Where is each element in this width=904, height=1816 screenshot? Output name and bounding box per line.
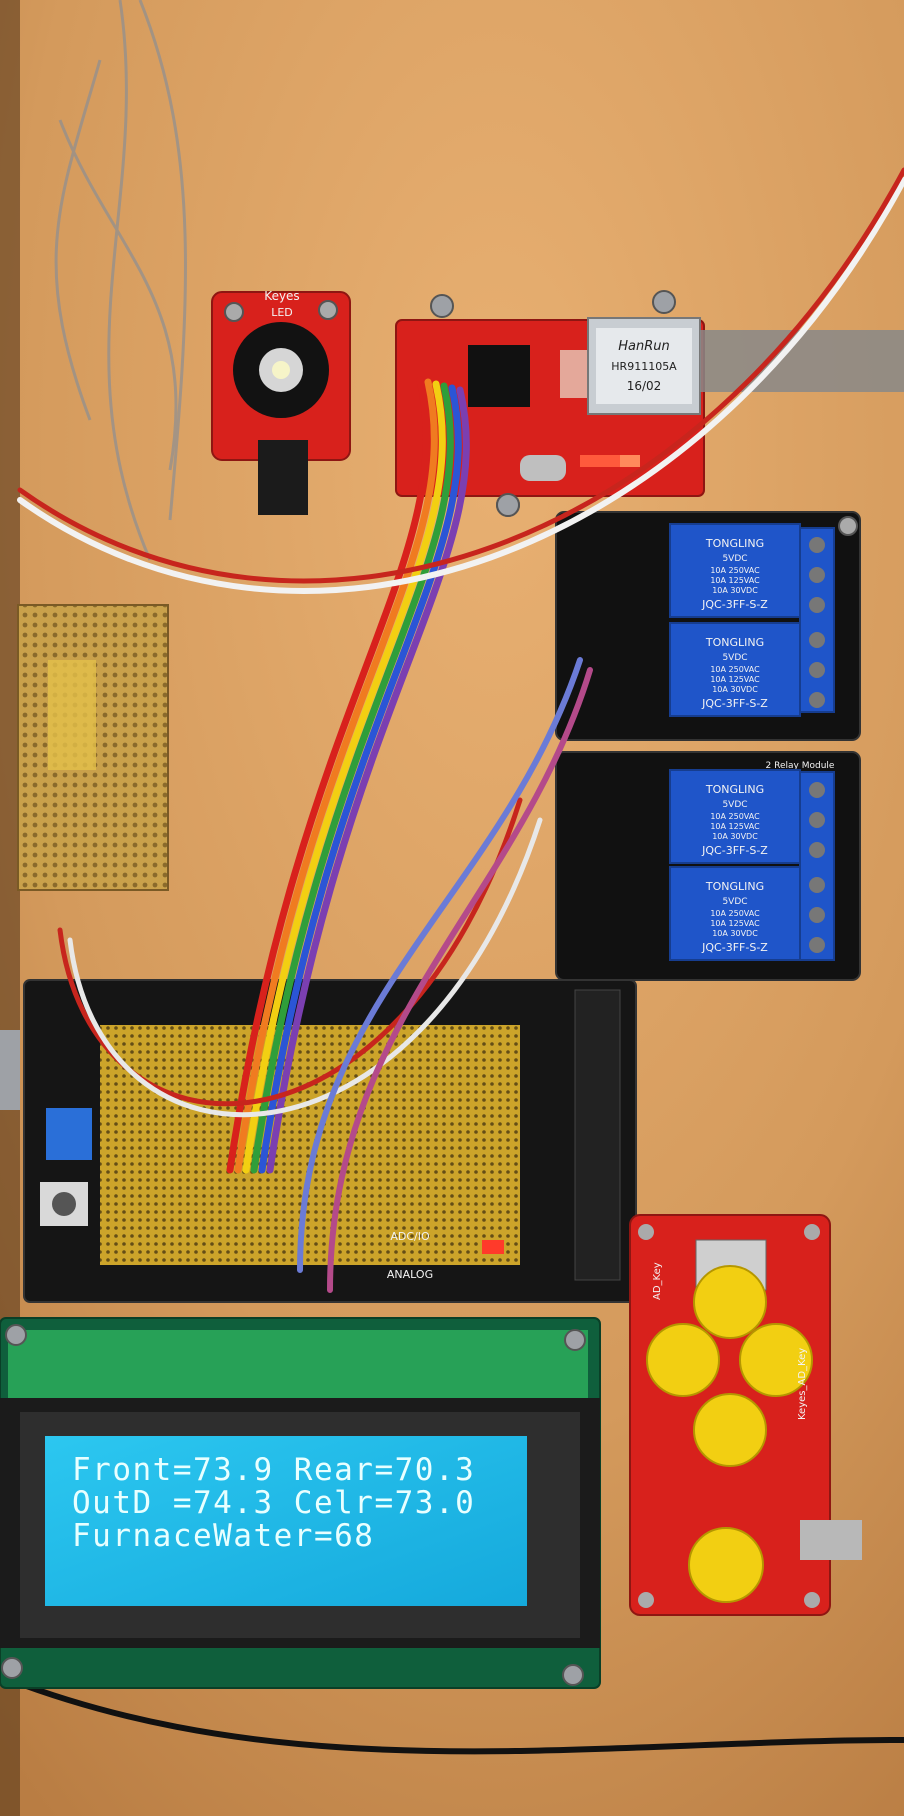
relay1b-voltage: 5VDC (722, 653, 747, 663)
lcd-line-1: Front=73.9 Rear=70.3 (72, 1452, 475, 1488)
led-label: LED (271, 306, 293, 319)
relay1a-brand: TONGLING (705, 537, 764, 550)
relay2b-rating2: 10A 125VAC (710, 919, 760, 928)
lcd-module: Front=73.9 Rear=70.3 OutD =74.3 Celr=73.… (0, 1317, 601, 1689)
relay1b-rating1: 10A 250VAC (710, 665, 760, 674)
relay2b-model: JQC-3FF-S-Z (701, 941, 768, 954)
button-up[interactable] (693, 1265, 767, 1339)
button-module-label-right: Keyes_AD_Key (797, 1348, 808, 1420)
lcd-backlight (45, 1436, 527, 1606)
relay2a-rating2: 10A 125VAC (710, 822, 760, 831)
button-left[interactable] (646, 1323, 720, 1397)
wire-bundle (7, 167, 904, 1755)
relay1b-rating2: 10A 125VAC (710, 675, 760, 684)
perfboard (17, 604, 169, 891)
button-right[interactable] (739, 1323, 813, 1397)
relay-module-2-title: 2 Relay Module (766, 761, 835, 771)
relay-module-1: TONGLING 5VDC 10A 250VAC 10A 125VAC 10A … (555, 511, 861, 741)
relay2a-voltage: 5VDC (722, 800, 747, 810)
relay1a-voltage: 5VDC (722, 554, 747, 564)
relay2a-rating3: 10A 30VDC (712, 832, 758, 841)
relay1a-rating1: 10A 250VAC (710, 566, 760, 575)
relay2b-rating1: 10A 250VAC (710, 909, 760, 918)
relay1a-model: JQC-3FF-S-Z (701, 598, 768, 611)
relay2b-rating3: 10A 30VDC (712, 929, 758, 938)
button-select[interactable] (688, 1527, 764, 1603)
shield-analog-label: ANALOG (387, 1268, 433, 1281)
relay1b-brand: TONGLING (705, 636, 764, 649)
relay2a-brand: TONGLING (705, 783, 764, 796)
relay2b-brand: TONGLING (705, 880, 764, 893)
relay1b-rating3: 10A 30VDC (712, 685, 758, 694)
shield-adc-label: ADC/IO (390, 1230, 430, 1243)
jack-part-label: HR911105A (611, 360, 677, 373)
relay1a-rating2: 10A 125VAC (710, 576, 760, 585)
lcd-line-3: FurnaceWater=68 (72, 1518, 374, 1554)
sensor-shield: ADC/IO ANALOG (0, 979, 637, 1303)
ethernet-module: HanRun HR911105A 16/02 (395, 317, 904, 517)
led-module: Keyes LED (211, 289, 351, 515)
relay2a-model: JQC-3FF-S-Z (701, 844, 768, 857)
jack-date-label: 16/02 (627, 379, 662, 393)
button-module: AD_Key Keyes_AD_Key (629, 1214, 862, 1616)
background-grey-wires (54, 0, 187, 561)
led-brand-label: Keyes (264, 289, 299, 303)
relay1b-model: JQC-3FF-S-Z (701, 697, 768, 710)
relay1a-rating3: 10A 30VDC (712, 586, 758, 595)
relay2b-voltage: 5VDC (722, 897, 747, 907)
relay-module-2: 2 Relay Module TONGLING 5VDC 10A 250VAC … (555, 751, 861, 981)
button-down[interactable] (693, 1393, 767, 1467)
jack-brand-label: HanRun (618, 339, 670, 354)
relay2a-rating1: 10A 250VAC (710, 812, 760, 821)
lcd-line-2: OutD =74.3 Celr=73.0 (72, 1485, 475, 1521)
button-module-label-left: AD_Key (652, 1262, 663, 1300)
